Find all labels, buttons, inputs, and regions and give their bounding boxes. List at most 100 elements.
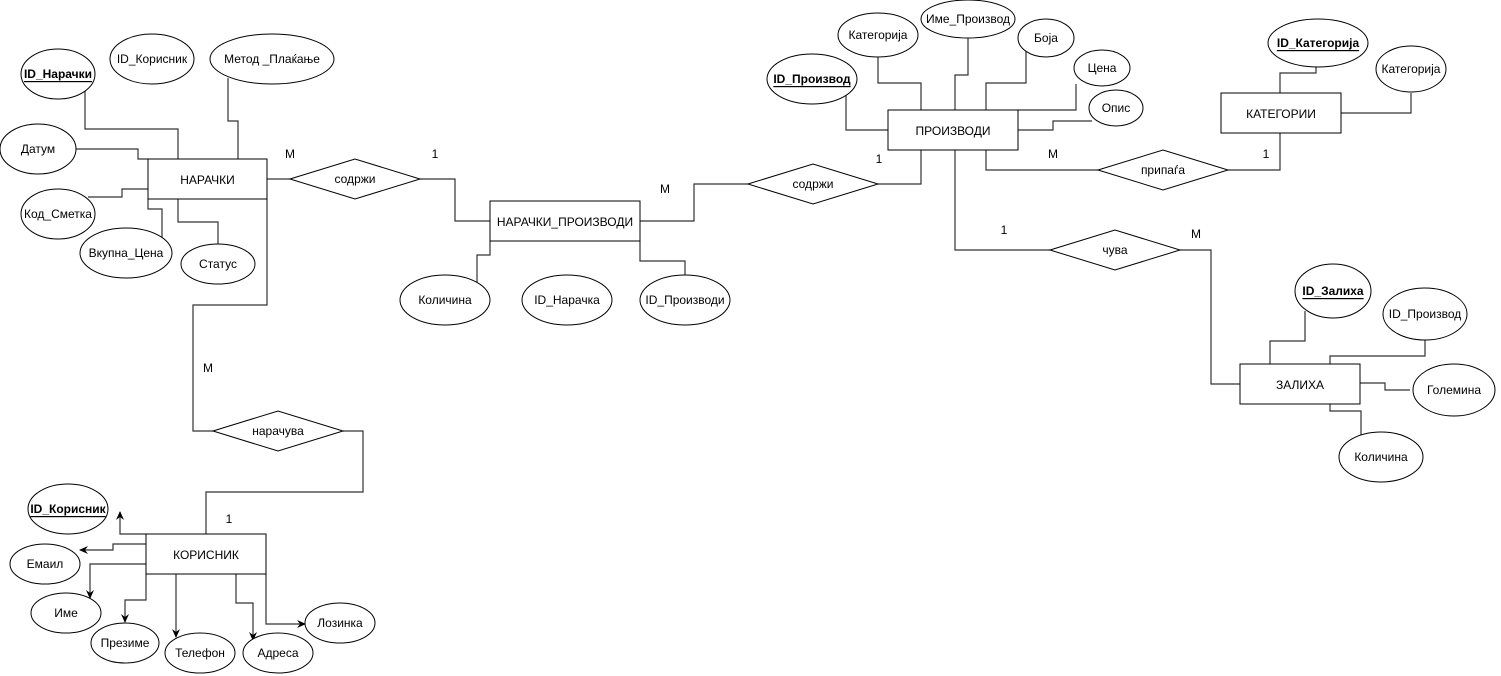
entity-zaliha[interactable]: ЗАЛИХА <box>1239 363 1361 405</box>
attribute-np-kolichina-label: Количина <box>418 293 472 307</box>
attribute-korisnik-adresa[interactable]: Адреса <box>242 632 314 674</box>
attribute-zaliha-golemina[interactable]: Големина <box>1412 363 1496 417</box>
cardinality-narachki-sodrzhi: M <box>285 147 295 161</box>
attribute-kategorii-kategorija-label: Категорија <box>1382 62 1441 76</box>
relationship-pripaga-label: припаѓа <box>1141 163 1185 177</box>
entity-narachki-proizvodi[interactable]: НАРАЧКИ_ПРОИЗВОДИ <box>489 200 641 242</box>
entity-narachki-box <box>147 158 268 200</box>
attribute-narachki-id-korisnik[interactable]: ID_Корисник <box>109 33 195 85</box>
entity-narachki[interactable]: НАРАЧКИ <box>147 158 268 200</box>
edge-narachki-kod <box>88 188 148 198</box>
attribute-narachki-kod-smetka[interactable]: Код_Сметка <box>20 188 96 240</box>
attribute-proizvodi-id-ellipse <box>766 53 858 105</box>
attribute-korisnik-ime-ellipse <box>30 592 102 634</box>
edge-proizvodi-pripaga <box>985 150 1098 171</box>
relationship-narachuva[interactable]: нарачува <box>211 410 345 452</box>
attribute-np-kolichina-ellipse <box>399 274 491 326</box>
attribute-narachki-metod-ellipse <box>209 33 335 85</box>
edge-korisnik-email <box>79 543 146 554</box>
attribute-np-id-proizvodi-ellipse <box>639 274 731 326</box>
attribute-np-id-proizvodi-label: ID_Производи <box>645 293 724 307</box>
relationship-sodrzhi-1-label: содржи <box>335 172 376 186</box>
attribute-proizvodi-kategorija-ellipse <box>837 12 919 58</box>
attribute-proizvodi-id[interactable]: ID_Производ <box>766 53 858 105</box>
relationship-pripaga[interactable]: припаѓа <box>1096 149 1230 191</box>
edge-np-kolichina <box>476 241 491 285</box>
attribute-zaliha-golemina-ellipse <box>1412 363 1496 417</box>
entity-proizvodi[interactable]: ПРОИЗВОДИ <box>887 109 1019 151</box>
attribute-proizvodi-ime[interactable]: Име_Производ <box>920 0 1016 39</box>
edge-proizvodi-chuva <box>954 150 1050 251</box>
attribute-narachki-vkupna-cena[interactable]: Вкупна_Цена <box>79 227 173 279</box>
attribute-np-kolichina[interactable]: Количина <box>399 274 491 326</box>
entity-kategorii-label: КАТЕГОРИИ <box>1246 107 1316 121</box>
attribute-narachki-id-label: ID_Нарачки <box>24 67 92 81</box>
attribute-narachki-id-korisnik-label: ID_Корисник <box>117 52 188 66</box>
attribute-korisnik-adresa-label: Адреса <box>257 646 298 660</box>
attribute-zaliha-id-proizvod-label: ID_Производ <box>1389 307 1462 321</box>
attribute-zaliha-kolichina[interactable]: Количина <box>1338 431 1424 483</box>
edge-zaliha-kolichina <box>1329 404 1362 438</box>
attribute-np-id-proizvodi[interactable]: ID_Производи <box>639 274 731 326</box>
attribute-korisnik-lozinka-label: Лозинка <box>317 616 363 630</box>
relationship-sodrzhi-2[interactable]: содржи <box>746 163 880 205</box>
attribute-korisnik-prezime[interactable]: Презиме <box>90 622 160 664</box>
relationship-chuva-label: чува <box>1102 243 1127 257</box>
attribute-korisnik-telefon-label: Телефон <box>175 646 225 660</box>
attribute-narachki-kod-smetka-ellipse <box>20 188 96 240</box>
attribute-korisnik-email-label: Емаил <box>27 557 64 571</box>
entity-kategorii-box <box>1220 92 1342 134</box>
attribute-proizvodi-boja[interactable]: Боја <box>1017 18 1075 58</box>
attribute-korisnik-adresa-ellipse <box>242 632 314 674</box>
attribute-np-id-narachka-label: ID_Нарачка <box>534 293 600 307</box>
edge-korisnik-ime <box>86 563 146 599</box>
edge-korisnik-id <box>116 511 146 535</box>
attribute-zaliha-id[interactable]: ID_Залиха <box>1294 263 1372 319</box>
attribute-kategorii-kategorija[interactable]: Категорија <box>1375 45 1447 93</box>
entity-narachki-proizvodi-label: НАРАЧКИ_ПРОИЗВОДИ <box>497 215 633 229</box>
attribute-narachki-datum[interactable]: Датум <box>0 123 77 175</box>
attribute-np-id-narachka-ellipse <box>521 274 613 326</box>
cardinality-korisnik-narachuva: 1 <box>226 512 233 526</box>
attribute-narachki-id[interactable]: ID_Нарачки <box>20 48 96 100</box>
attribute-np-id-narachka[interactable]: ID_Нарачка <box>521 274 613 326</box>
entity-narachki-proizvodi-box <box>489 200 641 242</box>
relationship-chuva[interactable]: чува <box>1048 229 1182 271</box>
edge-pripaga-kategorii <box>1228 133 1281 171</box>
relationship-sodrzhi-1[interactable]: содржи <box>288 158 422 200</box>
entity-kategorii[interactable]: КАТЕГОРИИ <box>1220 92 1342 134</box>
entity-proizvodi-box <box>887 109 1019 151</box>
cardinality-np-sodrzhi-left: 1 <box>432 147 439 161</box>
attribute-narachki-id-korisnik-ellipse <box>109 33 195 85</box>
attribute-korisnik-lozinka[interactable]: Лозинка <box>304 602 376 644</box>
attribute-korisnik-ime[interactable]: Име <box>30 592 102 634</box>
relationship-chuva-diamond <box>1048 229 1182 271</box>
cardinality-kategorii-pripaga: 1 <box>1263 147 1270 161</box>
attribute-proizvodi-cena[interactable]: Цена <box>1073 49 1131 87</box>
attribute-kategorii-id[interactable]: ID_Категорија <box>1267 18 1369 68</box>
attribute-korisnik-telefon[interactable]: Телефон <box>164 632 236 674</box>
attribute-proizvodi-opis[interactable]: Опис <box>1088 89 1144 127</box>
entity-narachki-label: НАРАЧКИ <box>180 173 235 187</box>
attribute-narachki-metod[interactable]: Метод _Плаќање <box>209 33 335 85</box>
edge-narachki-vkupna <box>147 199 163 237</box>
attribute-narachki-status-ellipse <box>180 243 256 285</box>
relationship-sodrzhi-2-diamond <box>746 163 880 205</box>
attribute-korisnik-email-ellipse <box>9 543 81 585</box>
relationship-sodrzhi-1-diamond <box>288 158 422 200</box>
attribute-korisnik-email[interactable]: Емаил <box>9 543 81 585</box>
attribute-narachki-status[interactable]: Статус <box>180 243 256 285</box>
attribute-narachki-datum-label: Датум <box>21 142 55 156</box>
edge-np-idproizvodi <box>639 241 686 275</box>
edge-chuva-zaliha <box>1180 249 1240 385</box>
cardinality-zaliha-chuva: M <box>1191 227 1201 241</box>
attribute-korisnik-id-ellipse <box>27 483 109 535</box>
attribute-proizvodi-cena-label: Цена <box>1088 61 1117 75</box>
attribute-korisnik-id[interactable]: ID_Корисник <box>27 483 109 535</box>
entity-korisnik[interactable]: КОРИСНИК <box>145 533 267 575</box>
attribute-proizvodi-kategorija[interactable]: Категорија <box>837 12 919 58</box>
attribute-zaliha-id-proizvod[interactable]: ID_Производ <box>1382 287 1468 341</box>
edge-korisnik-adresa <box>235 574 257 641</box>
edge-proizvodi-id <box>845 94 888 131</box>
